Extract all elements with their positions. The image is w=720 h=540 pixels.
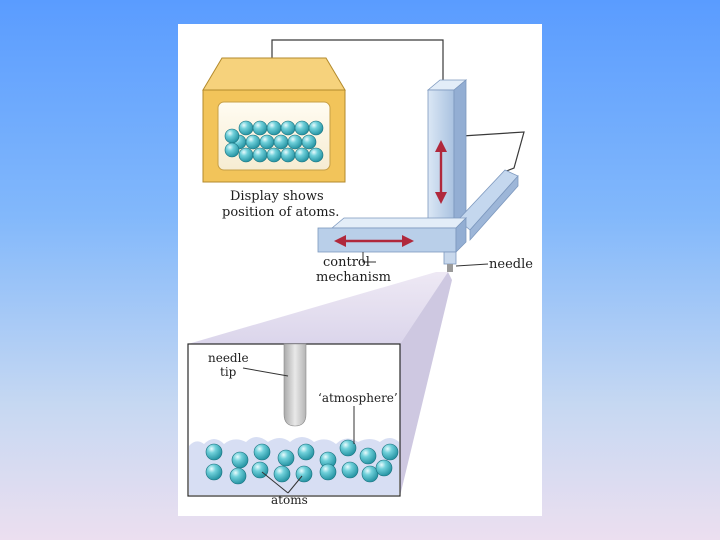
atom-icon: [301, 134, 317, 150]
atom-icon: [224, 142, 240, 158]
atom-icon: [359, 447, 377, 465]
atom-icon: [341, 461, 359, 479]
needle-leader-line: [455, 263, 489, 267]
needle-tip-leader-line: [242, 367, 289, 377]
atom-icon: [253, 443, 271, 461]
needle-caption: needle: [489, 257, 533, 272]
needle-tip: [283, 343, 307, 427]
surface-atoms: [205, 439, 399, 485]
atom-icon: [231, 451, 249, 469]
display-atom-cluster: [224, 120, 324, 163]
atom-icon: [287, 134, 303, 150]
magnification-beam-side: [400, 272, 452, 496]
atom-icon: [273, 134, 289, 150]
atoms-caption: atoms: [271, 493, 308, 507]
control-caption-line1: control: [323, 255, 370, 270]
display-caption-line1: Display shows: [230, 189, 324, 204]
atom-icon: [308, 147, 324, 163]
atom-icon: [252, 147, 268, 163]
atom-icon: [297, 443, 315, 461]
atom-icon: [375, 459, 393, 477]
atom-icon: [266, 120, 282, 136]
vertical-double-arrow: [435, 140, 447, 204]
horizontal-double-arrow: [334, 235, 414, 247]
needle-tip-caption-line2: tip: [220, 365, 237, 379]
atom-icon: [294, 147, 310, 163]
atom-icon: [251, 461, 269, 479]
display-caption-line2: position of atoms.: [222, 205, 339, 220]
atom-icon: [259, 134, 275, 150]
atom-icon: [238, 147, 254, 163]
connection-wires: [271, 39, 525, 173]
atom-icon: [205, 463, 223, 481]
atom-icon: [224, 128, 240, 144]
atmosphere-caption: ‘atmosphere’: [318, 391, 398, 405]
atom-icon: [252, 120, 268, 136]
atom-icon: [381, 443, 399, 461]
atom-icon: [280, 120, 296, 136]
atom-icon: [245, 134, 261, 150]
magnification-beam: [188, 272, 448, 344]
needle-tip-caption-line1: needle: [208, 351, 249, 365]
atom-icon: [229, 467, 247, 485]
atom-icon: [308, 120, 324, 136]
atom-icon: [277, 449, 295, 467]
atom-icon: [319, 463, 337, 481]
atom-icon: [205, 443, 223, 461]
atom-icon: [294, 120, 310, 136]
atoms-leader-lines: [261, 471, 303, 494]
atom-icon: [273, 465, 291, 483]
control-leader-line: [362, 252, 376, 263]
control-mechanism: [317, 79, 519, 272]
atom-icon: [339, 439, 357, 457]
atom-icon: [361, 465, 379, 483]
atom-icon: [238, 120, 254, 136]
atom-icon: [280, 147, 296, 163]
control-caption-line2: mechanism: [316, 270, 391, 285]
atom-icon: [266, 147, 282, 163]
display-monitor: [202, 57, 346, 183]
